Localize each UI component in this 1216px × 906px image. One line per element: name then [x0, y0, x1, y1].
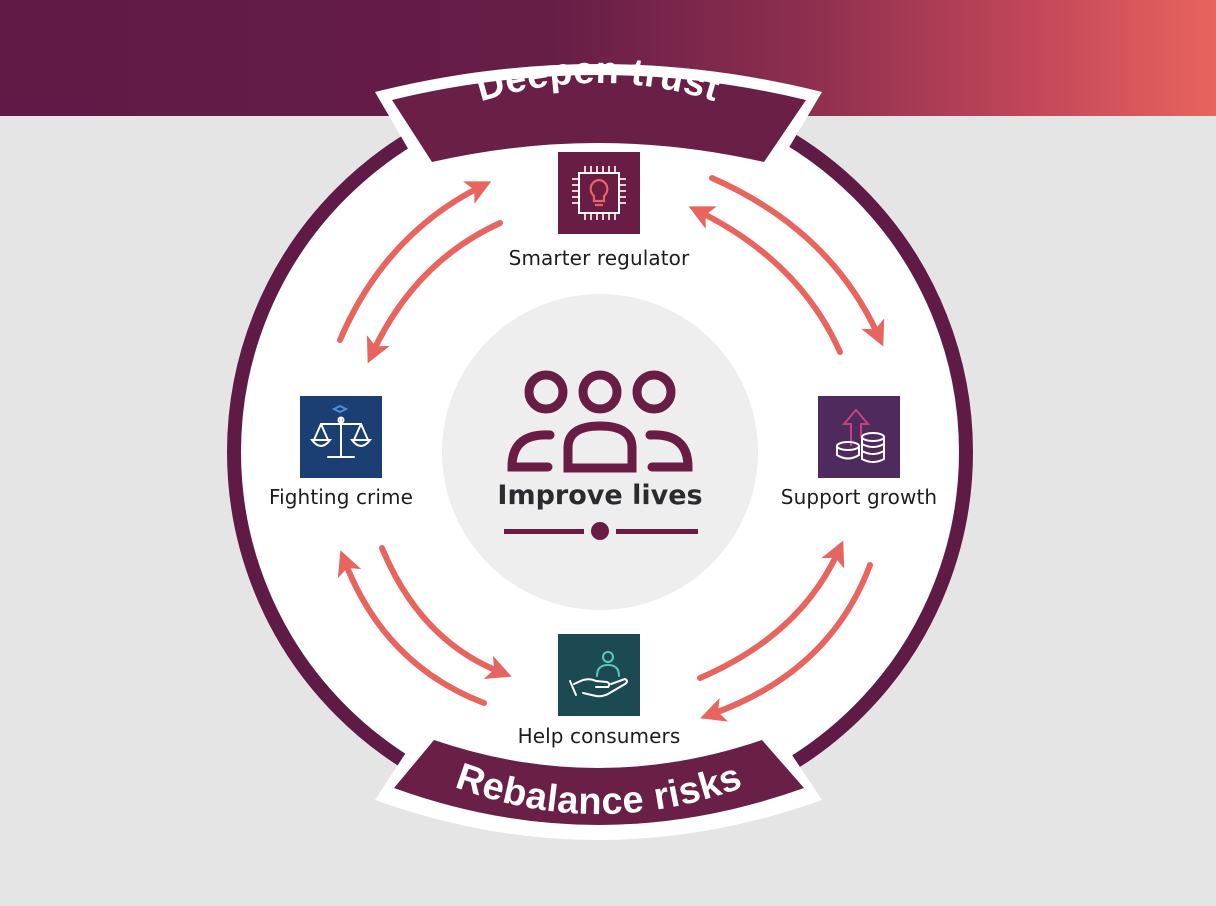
node-help-consumers	[558, 634, 640, 716]
arrow-right-to-bottom	[700, 562, 873, 722]
arrow-top-to-right	[709, 175, 885, 347]
arrow-left-to-top	[337, 181, 492, 343]
label-smarter-regulator: Smarter regulator	[508, 246, 690, 270]
top-banner: Deepen trust	[375, 50, 822, 176]
people-group-icon	[507, 370, 693, 473]
cycle-arrows	[337, 175, 885, 722]
arrow-right-to-top	[688, 206, 843, 355]
center-divider	[504, 522, 698, 540]
chip-lightbulb-icon	[572, 166, 626, 220]
hand-person-icon	[569, 651, 628, 698]
label-fighting-crime: Fighting crime	[268, 485, 414, 509]
scales-icon	[309, 404, 373, 458]
node-smarter-regulator	[558, 152, 640, 234]
label-help-consumers: Help consumers	[517, 724, 681, 748]
label-support-growth: Support growth	[780, 485, 938, 509]
bottom-banner: Rebalance risks	[375, 722, 822, 840]
center-title: Improve lives	[497, 480, 703, 511]
node-support-growth	[818, 396, 900, 478]
growth-coins-icon	[836, 408, 885, 463]
center-circle	[442, 294, 758, 610]
arrow-bottom-to-left	[337, 550, 487, 706]
arrow-top-to-left	[366, 220, 503, 364]
node-fighting-crime	[300, 396, 382, 478]
arrow-left-to-bottom	[379, 545, 512, 680]
arrow-bottom-to-right	[697, 540, 845, 681]
